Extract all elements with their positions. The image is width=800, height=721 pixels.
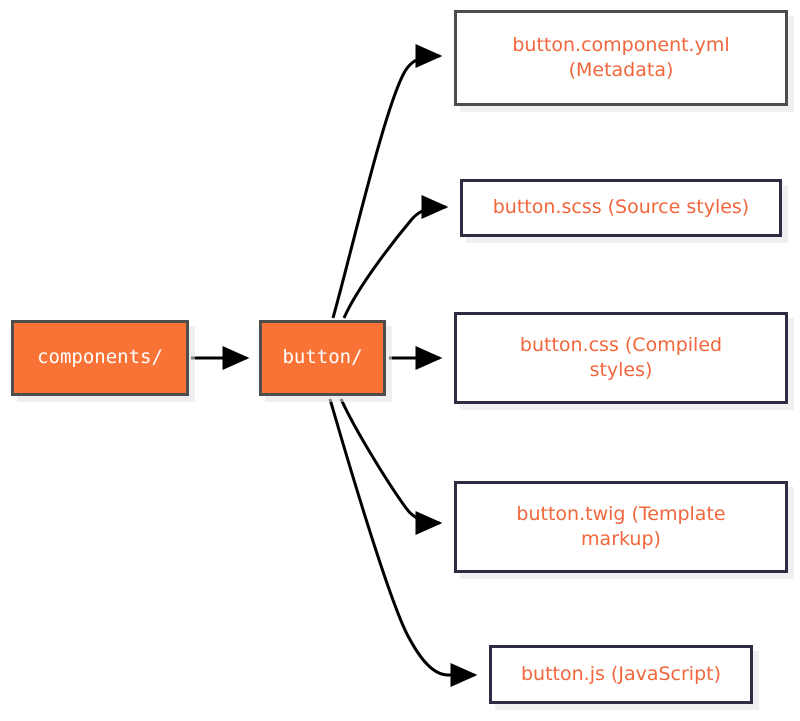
node-button-css-label: button.css (Compiled styles) [457,333,785,384]
node-button-js[interactable]: button.js (JavaScript) [489,645,753,704]
edge-button-to-twig [339,398,443,535]
node-button-twig-label: button.twig (Template markup) [457,502,785,553]
node-button-js-label: button.js (JavaScript) [521,662,721,685]
node-css-line1: button.css (Compiled [519,333,723,356]
node-yml-line2: (Metadata) [568,59,674,81]
edge-button-to-scss [342,195,449,319]
node-css-line2: styles) [589,359,653,381]
node-button-folder[interactable]: button/ [259,320,386,396]
node-yml-line1: button.component.yml [512,33,730,56]
node-button-component-yml[interactable]: button.component.yml (Metadata) [454,10,788,106]
node-components-folder[interactable]: components/ [11,320,189,396]
node-button-component-yml-label: button.component.yml (Metadata) [457,33,785,84]
node-button-label: button/ [282,346,363,369]
node-components-label: components/ [37,346,163,369]
node-twig-line2: markup) [581,528,661,550]
node-button-scss[interactable]: button.scss (Source styles) [460,179,782,237]
node-button-twig[interactable]: button.twig (Template markup) [454,481,788,573]
node-button-scss-label: button.scss (Source styles) [492,196,750,219]
edge-button-to-yml [331,44,443,319]
node-button-css[interactable]: button.css (Compiled styles) [454,312,788,404]
node-twig-line1: button.twig (Template [516,502,726,525]
